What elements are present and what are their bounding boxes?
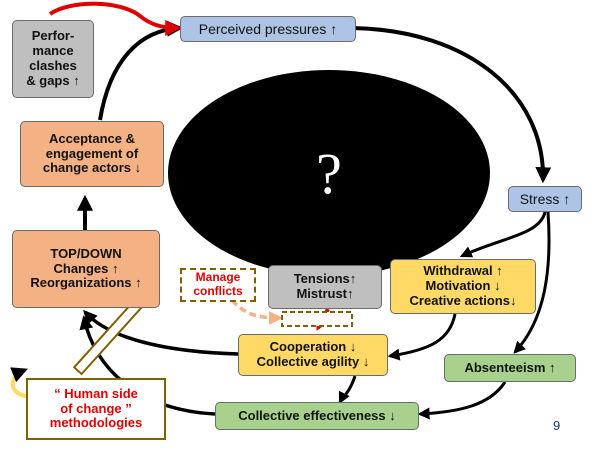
arrow-cooperation-to-effectiveness bbox=[338, 375, 357, 405]
arrow-clashes-to-pressures bbox=[48, 1, 182, 36]
page-number: 9 bbox=[553, 418, 561, 433]
question-mark: ? bbox=[316, 140, 342, 206]
dashed-target bbox=[281, 311, 353, 327]
absenteeism-box: Absenteeism ↑ bbox=[444, 354, 576, 382]
perceived-pressures-box: Perceived pressures ↑ bbox=[180, 16, 356, 42]
human-side-label: “ Human side of change ” methodologies bbox=[49, 385, 143, 431]
absenteeism-label: Absenteeism ↑ bbox=[464, 359, 556, 375]
arrow-acceptance-to-pressures bbox=[98, 20, 184, 121]
acceptance-label: Acceptance & engagement of change actors… bbox=[42, 130, 142, 176]
arrow-stress-to-absenteeism bbox=[513, 211, 551, 354]
cooperation-box: Cooperation ↓ Collective agility ↓ bbox=[238, 334, 388, 376]
top-down-label: TOP/DOWN Changes ↑ Reorganizations ↑ bbox=[30, 245, 142, 291]
arrow-manage-to-target bbox=[230, 298, 283, 325]
collective-effectiveness-label: Collective effectiveness ↓ bbox=[238, 407, 396, 423]
withdrawal-label: Withdrawal ↑ Motivation ↓ Creative actio… bbox=[409, 263, 517, 308]
arrow-cooperation-to-topdown bbox=[83, 309, 239, 356]
tensions-label: Tensions↑ Mistrust↑ bbox=[293, 271, 357, 301]
acceptance-box: Acceptance & engagement of change actors… bbox=[20, 121, 164, 187]
arrow-withdrawal-to-cooperation bbox=[387, 313, 457, 361]
collective-effectiveness-box: Collective effectiveness ↓ bbox=[215, 402, 419, 430]
withdrawal-box: Withdrawal ↑ Motivation ↓ Creative actio… bbox=[390, 259, 536, 314]
perceived-pressures-label: Perceived pressures ↑ bbox=[198, 20, 338, 37]
top-down-box: TOP/DOWN Changes ↑ Reorganizations ↑ bbox=[12, 230, 160, 308]
question-ellipse: ? bbox=[168, 70, 490, 276]
manage-conflicts-label: Manage conflicts bbox=[193, 270, 243, 298]
arrow-pressures-to-stress bbox=[351, 26, 552, 184]
performance-clashes-box: Perfor- mance clashes & gaps ↑ bbox=[12, 20, 94, 98]
stress-label: Stress ↑ bbox=[519, 190, 571, 207]
cooperation-label: Cooperation ↓ Collective agility ↓ bbox=[256, 339, 370, 369]
manage-conflicts-box: Manage conflicts bbox=[180, 268, 256, 302]
human-side-box: “ Human side of change ” methodologies bbox=[26, 378, 166, 440]
tensions-box: Tensions↑ Mistrust↑ bbox=[268, 265, 382, 309]
performance-clashes-label: Perfor- mance clashes & gaps ↑ bbox=[26, 28, 80, 88]
stress-box: Stress ↑ bbox=[508, 186, 582, 212]
arrow-absenteeism-to-effectiveness bbox=[417, 381, 507, 420]
arrow-stress-to-withdrawal bbox=[459, 211, 547, 258]
